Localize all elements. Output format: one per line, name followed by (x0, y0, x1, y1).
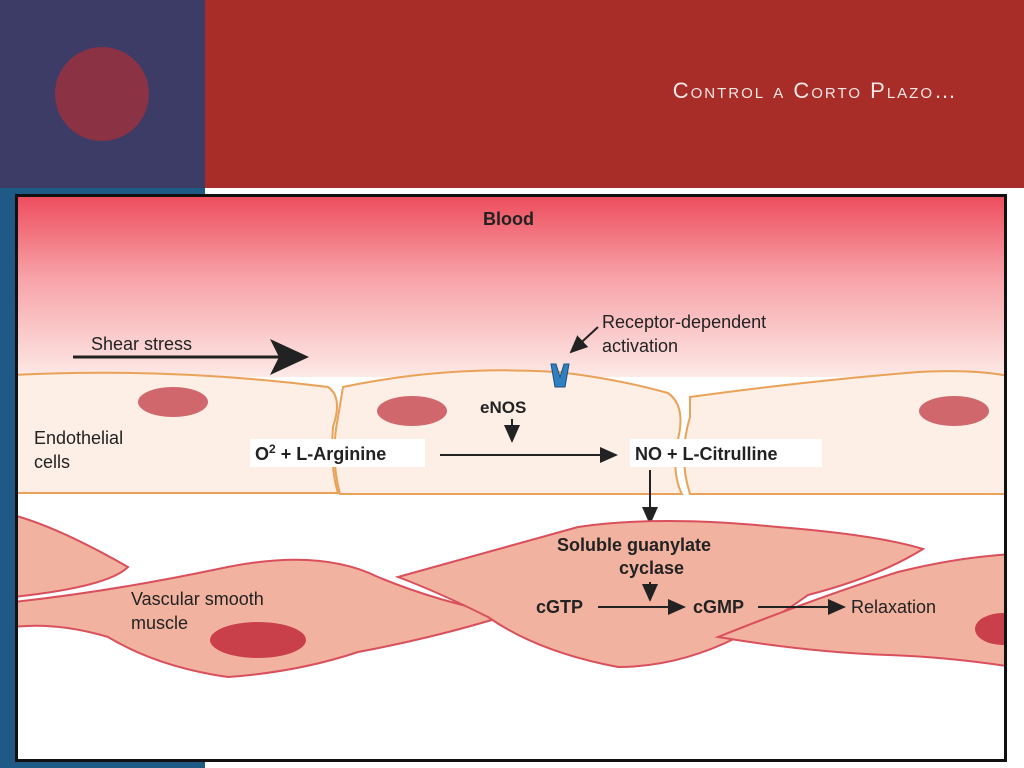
shear-stress-label: Shear stress (91, 334, 192, 354)
endothelial-cell-2 (333, 369, 684, 495)
slide-title: Control a Corto Plazo… (672, 78, 958, 103)
muscle-cell-right (714, 553, 1004, 667)
receptor-label-line1: Receptor-dependent (602, 312, 766, 332)
reactant-box (250, 439, 425, 467)
blood-region (18, 197, 1004, 377)
vsm-label-line2: muscle (131, 613, 188, 633)
guanylate-label-line1: Soluble guanylate (557, 535, 711, 555)
endothelial-nucleus-1 (138, 387, 208, 417)
reactant-formula: O2 + L-Arginine (255, 442, 386, 464)
relaxation-label: Relaxation (851, 597, 936, 617)
receptor-arrow (569, 326, 599, 354)
vsm-label-line1: Vascular smooth (131, 589, 264, 609)
l-arginine-label: + L-Arginine (276, 444, 387, 464)
endothelial-cell-3 (683, 370, 1004, 495)
nitric-oxide-diagram: Blood Shear stress Receptor-dependent ac… (15, 194, 1007, 762)
decorative-circle (55, 47, 149, 141)
no-citrulline-label: NO + L-Citrulline (635, 444, 778, 464)
product-box (630, 439, 822, 467)
receptor-icon (550, 363, 570, 388)
corner-panel (0, 0, 205, 188)
receptor-label-line2: activation (602, 336, 678, 356)
o2-superscript: 2 (269, 442, 276, 456)
enos-label: eNOS (480, 398, 526, 417)
o2-label: O (255, 444, 269, 464)
diagram-canvas: Blood Shear stress Receptor-dependent ac… (18, 197, 1004, 679)
muscle-nucleus-right (975, 613, 1004, 645)
endothelial-nucleus-2 (377, 396, 447, 426)
muscle-cell-center (394, 520, 926, 669)
guanylate-label-line2: cyclase (619, 558, 684, 578)
endothelial-label-line1: Endothelial (34, 428, 123, 448)
blood-label: Blood (483, 209, 534, 229)
divider (205, 188, 1024, 196)
title-bar: Control a Corto Plazo… (205, 0, 1024, 188)
cgtp-label: cGTP (536, 597, 583, 617)
muscle-nucleus-left (210, 622, 306, 658)
endothelial-nucleus-3 (919, 396, 989, 426)
muscle-cell-left-top (18, 515, 130, 598)
cgmp-label: cGMP (693, 597, 744, 617)
muscle-cell-left (18, 558, 509, 679)
endothelial-label-line2: cells (34, 452, 70, 472)
